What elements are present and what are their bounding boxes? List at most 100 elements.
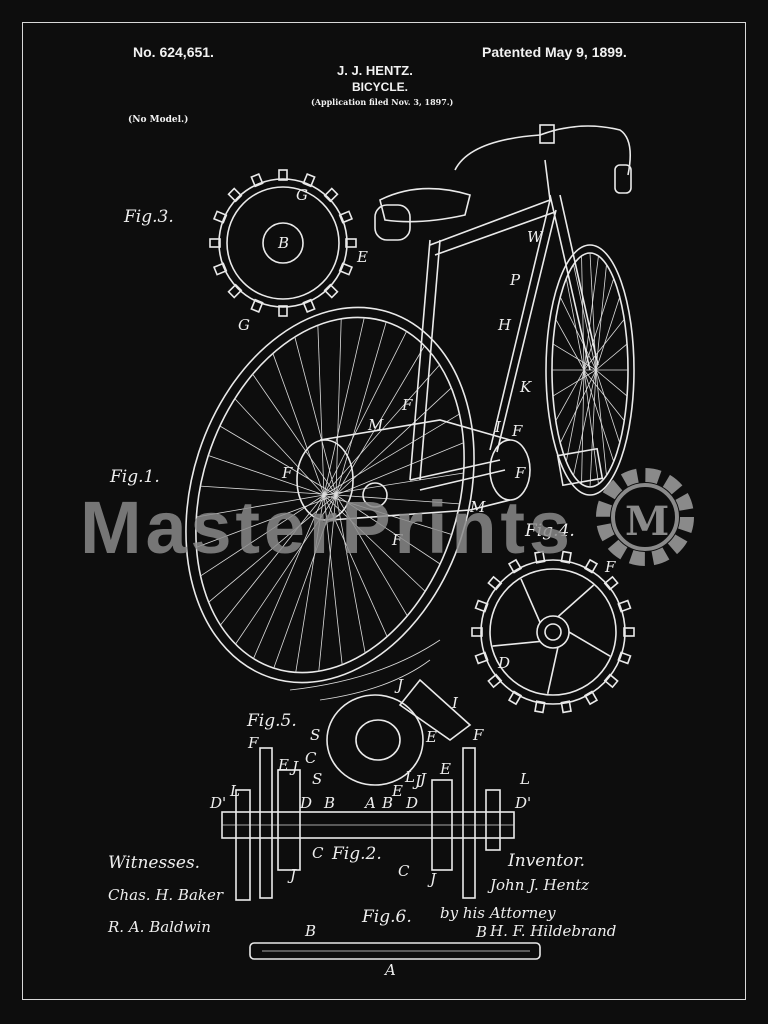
sprocket-tooth (345, 238, 357, 248)
part-letter-fig2: L (519, 770, 530, 788)
part-letter-fig1: F (281, 464, 293, 482)
sprocket-tooth (302, 298, 316, 314)
inventor-signature: John J. Hentz (487, 876, 589, 894)
sprocket-tooth (507, 690, 523, 706)
sprocket-tooth (617, 651, 632, 665)
fig2-label: Fig.2. (331, 844, 382, 864)
wheel-spoke (323, 317, 365, 496)
sprocket-tooth (560, 550, 572, 564)
sprocket-tooth (227, 283, 243, 299)
sprocket-tooth (623, 627, 635, 637)
part-letter-fig1: I (494, 418, 502, 436)
fig5-label: Fig.5. (246, 711, 297, 731)
sprocket-tooth (534, 550, 546, 564)
wheel-spoke (555, 369, 585, 421)
wheel-spoke (335, 494, 441, 565)
sprocket-arm (492, 640, 541, 647)
part-letter-fig2: D (405, 794, 418, 812)
part-letter-fig1: H (497, 316, 512, 334)
wheel-spoke (196, 494, 337, 548)
part-letter-fig5: E (391, 782, 403, 800)
sprocket-tooth (338, 210, 354, 224)
wheel-spoke (196, 494, 325, 518)
wheel-spoke (335, 321, 387, 496)
wheel-spoke (555, 319, 585, 371)
sprocket-tooth (603, 673, 619, 689)
sprocket-tooth (617, 599, 632, 613)
wheel-spoke (565, 278, 585, 371)
wheel-spoke (335, 442, 464, 496)
part-letter-fig2: J (287, 866, 297, 884)
wheel-spoke (295, 494, 325, 673)
watermark-text: MasterPrints (80, 486, 570, 569)
wheel-spoke (294, 336, 337, 496)
model-note: (No Model.) (128, 115, 189, 125)
part-letter-fig2: D' (514, 794, 531, 812)
part-letter-fig2: C (312, 844, 324, 862)
wheel-spoke (219, 425, 337, 496)
part-letter-fig5: S (310, 726, 320, 744)
wheel-spoke (323, 472, 464, 496)
sprocket-tooth (302, 172, 316, 188)
inventor-label: Inventor. (507, 851, 585, 871)
part-letter-fig3: B (277, 234, 289, 252)
sprocket-arm (520, 578, 541, 623)
sprocket-tooth (278, 305, 288, 317)
wheel-spoke (208, 455, 325, 496)
wheel-spoke (595, 369, 607, 476)
sprocket-tooth (227, 187, 243, 203)
wheel-spoke (323, 413, 460, 496)
wheel-spoke (583, 369, 615, 462)
part-letter-fig3: G (296, 186, 308, 204)
wheel-spoke (335, 345, 425, 496)
sprocket-tooth (323, 187, 339, 203)
sprocket-tooth (474, 599, 489, 613)
wheel-spoke (317, 325, 325, 496)
part-letter-fig2: E (277, 756, 289, 774)
wheel-spoke (335, 387, 452, 496)
wheel-spoke (595, 369, 621, 444)
wheel-spoke (589, 369, 597, 488)
fig1-label: Fig.1. (109, 467, 160, 487)
part-letter-fig1: F (514, 464, 526, 482)
wheel-spoke (335, 494, 460, 505)
witness1-signature: Chas. H. Baker (108, 886, 224, 904)
sprocket-tooth (583, 690, 599, 706)
part-letter-fig5: J (412, 772, 422, 790)
fig2-axle-assembly (221, 747, 515, 901)
part-letter-fig1: K (519, 378, 532, 396)
fig6-label: Fig.6. (361, 907, 412, 927)
witness2-signature: R. A. Baldwin (107, 918, 211, 936)
part-letter-fig5: E (425, 728, 437, 746)
wheel-spoke (552, 369, 597, 397)
application-date: (Application filed Nov. 3, 1897.) (311, 97, 454, 107)
wheel-spoke (272, 353, 325, 496)
fig3-label: Fig.3. (123, 207, 174, 227)
part-letter-fig1: F (391, 531, 403, 549)
fig3-sprocket (209, 169, 357, 317)
wheel-spoke (252, 373, 337, 496)
part-letter-fig1: W (527, 228, 544, 246)
sprocket-tooth (212, 210, 228, 224)
part-letter-fig6: B (304, 922, 316, 940)
part-letter-fig2: B (381, 794, 393, 812)
patent-date: Patented May 9, 1899. (482, 44, 627, 60)
wheel-spoke (595, 296, 621, 371)
patent-number: No. 624,651. (133, 44, 214, 60)
fig4-sprocket (471, 550, 635, 714)
wheel-spoke (335, 494, 408, 617)
patent-title: BICYCLE. (352, 80, 409, 94)
wheel-spoke (335, 318, 342, 496)
part-letter-fig2: S (312, 770, 322, 788)
part-letter-fig3: G (238, 316, 250, 334)
part-letter-fig6: B (475, 923, 487, 941)
wheel-spoke (323, 331, 407, 496)
wheel-spoke (323, 494, 426, 592)
attorney-label: by his Attorney (440, 904, 556, 922)
wheel-spoke (559, 296, 597, 371)
wheel-spoke (581, 369, 585, 485)
part-letter-fig1: F (401, 396, 413, 414)
part-letter-fig2: F (472, 726, 484, 744)
